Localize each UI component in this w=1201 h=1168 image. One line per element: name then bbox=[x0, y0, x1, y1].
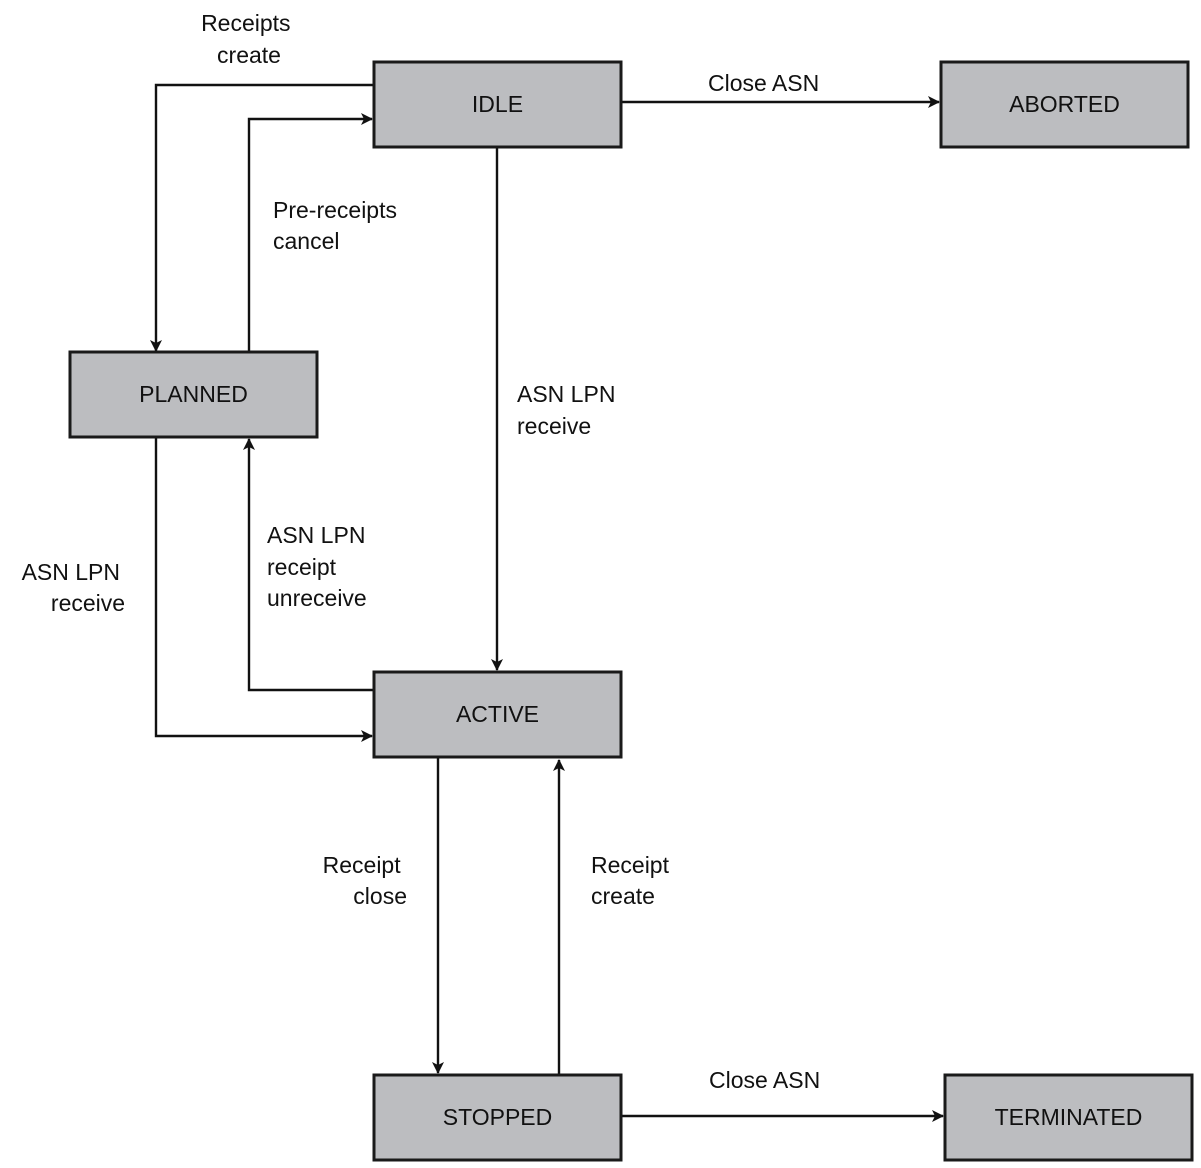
label-pre-receipts-cancel-line-2: cancel bbox=[273, 228, 339, 254]
label-idle-asn-lpn-receive-line-2: receive bbox=[517, 413, 591, 439]
label-receipt-create-line-2: create bbox=[591, 883, 655, 909]
state-active: ACTIVE bbox=[372, 670, 623, 759]
label-asn-lpn-receipt-unreceive-line-3: unreceive bbox=[267, 585, 367, 611]
edge-active-to-planned bbox=[243, 438, 374, 692]
state-terminated-label: TERMINATED bbox=[995, 1104, 1143, 1130]
label-asn-lpn-receipt-unreceive-line-2: receipt bbox=[267, 554, 337, 580]
state-aborted-label: ABORTED bbox=[1009, 91, 1120, 117]
edge-planned-to-active bbox=[154, 438, 373, 742]
edge-planned-to-idle bbox=[247, 113, 373, 351]
label-receipt-create-line-1: Receipt bbox=[591, 852, 670, 878]
state-stopped: STOPPED bbox=[372, 1073, 623, 1162]
state-planned-label: PLANNED bbox=[139, 381, 248, 407]
label-stopped-close-asn-line-1: Close ASN bbox=[709, 1067, 820, 1093]
state-aborted: ABORTED bbox=[939, 60, 1190, 149]
label-planned-asn-lpn-receive-line-2: receive bbox=[51, 590, 125, 616]
label-idle-asn-lpn-receive: ASN LPN receive bbox=[517, 381, 622, 439]
label-receipts-create-line-2: create bbox=[217, 42, 281, 68]
label-receipt-close-line-1: Receipt bbox=[323, 852, 402, 878]
label-receipts-create: Receipts create bbox=[201, 10, 297, 68]
label-pre-receipts-cancel: Pre-receipts cancel bbox=[273, 197, 403, 254]
label-receipt-close-line-2: close bbox=[353, 883, 407, 909]
label-receipt-create: Receipt create bbox=[591, 852, 675, 909]
label-stopped-close-asn: Close ASN bbox=[709, 1067, 820, 1093]
label-idle-asn-lpn-receive-line-1: ASN LPN bbox=[517, 381, 615, 407]
label-planned-asn-lpn-receive: ASN LPN receive bbox=[22, 559, 127, 616]
label-pre-receipts-cancel-line-1: Pre-receipts bbox=[273, 197, 397, 223]
state-idle-label: IDLE bbox=[472, 91, 523, 117]
label-asn-lpn-receipt-unreceive: ASN LPN receipt unreceive bbox=[267, 522, 372, 611]
edge-idle-to-planned bbox=[150, 83, 374, 352]
label-idle-close-asn: Close ASN bbox=[708, 70, 819, 96]
label-receipt-close: Receipt close bbox=[323, 852, 407, 909]
state-stopped-label: STOPPED bbox=[443, 1104, 553, 1130]
label-idle-close-asn-line-1: Close ASN bbox=[708, 70, 819, 96]
label-asn-lpn-receipt-unreceive-line-1: ASN LPN bbox=[267, 522, 365, 548]
state-active-label: ACTIVE bbox=[456, 701, 539, 727]
state-idle: IDLE bbox=[372, 60, 623, 149]
state-terminated: TERMINATED bbox=[943, 1073, 1194, 1162]
label-planned-asn-lpn-receive-line-1: ASN LPN bbox=[22, 559, 120, 585]
state-planned: PLANNED bbox=[68, 350, 319, 439]
label-receipts-create-line-1: Receipts bbox=[201, 10, 290, 36]
